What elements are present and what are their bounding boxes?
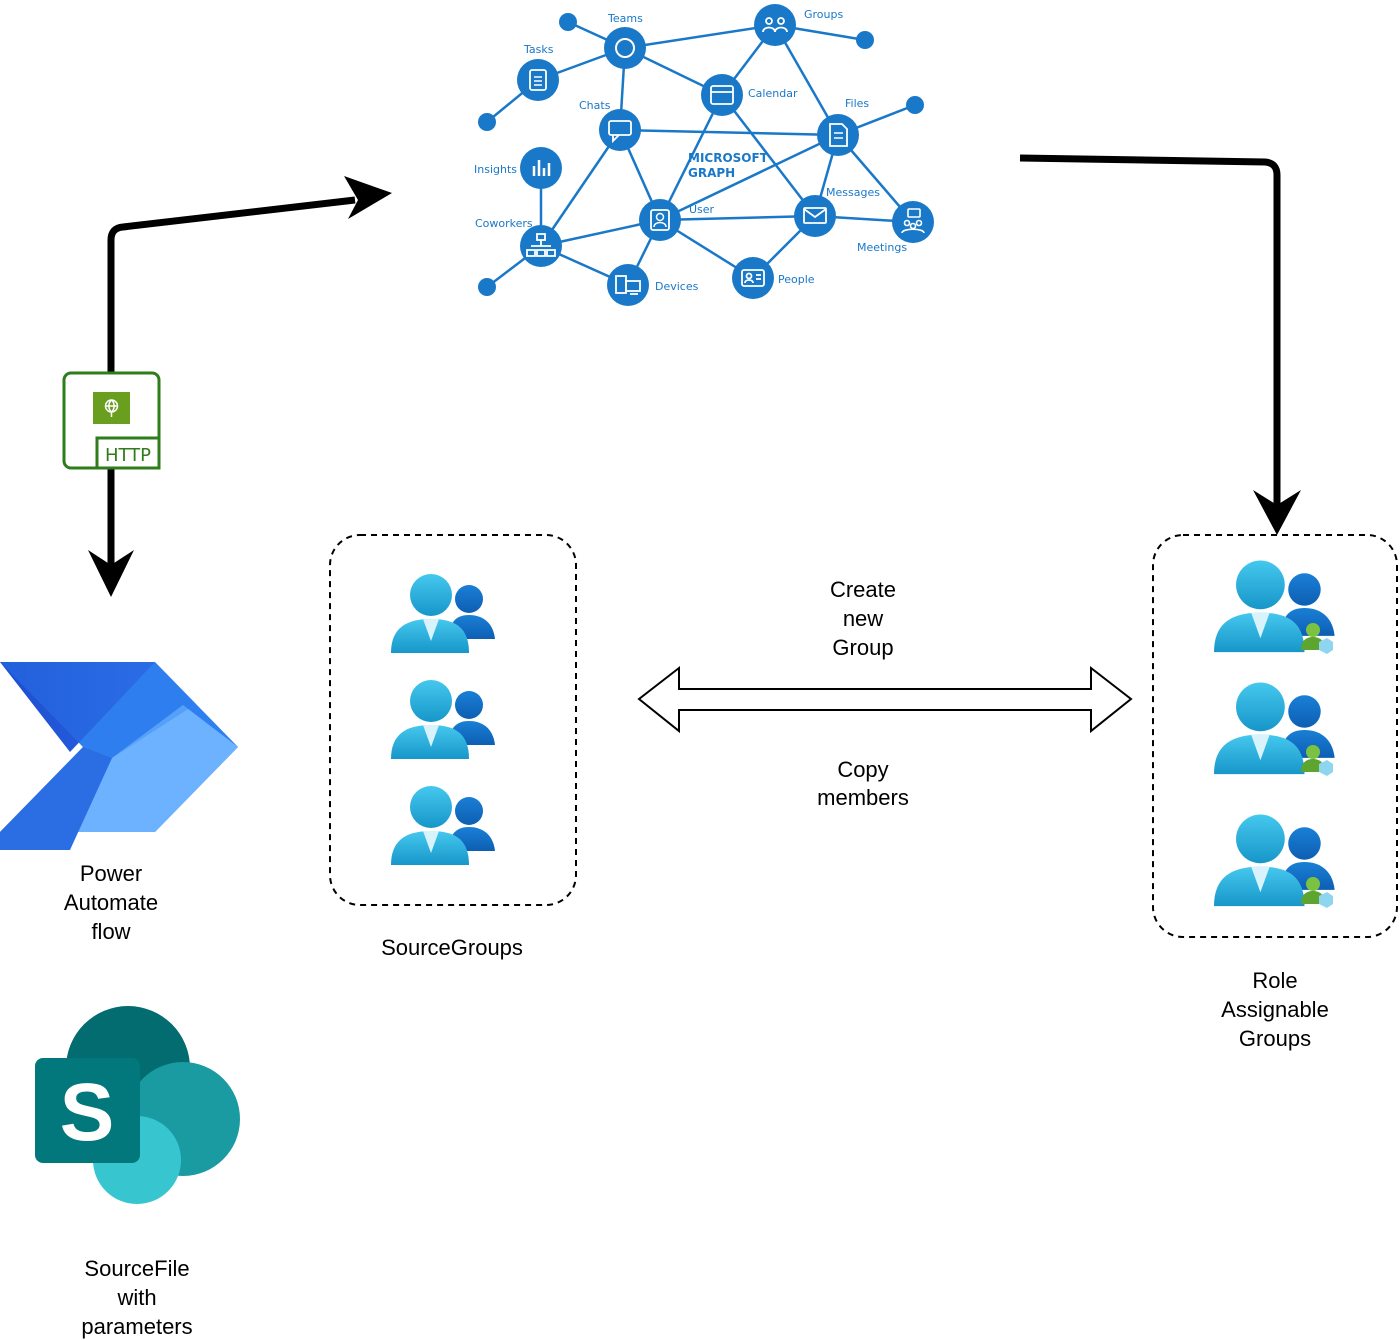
source-group-icon-3 bbox=[391, 786, 495, 865]
operation-copy-line2: members bbox=[817, 785, 909, 810]
graph-dots bbox=[478, 13, 924, 296]
graph-node-user bbox=[639, 199, 681, 241]
source-groups-label: SourceGroups bbox=[381, 935, 523, 960]
graph-node-groups bbox=[754, 4, 796, 46]
graph-label-devices: Devices bbox=[655, 280, 699, 293]
coworkers-icon bbox=[526, 233, 556, 257]
sharepoint-caption-line3: parameters bbox=[81, 1314, 192, 1339]
graph-node-people bbox=[732, 257, 774, 299]
arrow-graph-to-role-groups bbox=[1019, 154, 1301, 535]
graph-title-line1: MICROSOFT bbox=[688, 151, 769, 165]
role-groups-container bbox=[1152, 534, 1398, 938]
source-group-icon-1 bbox=[391, 574, 495, 653]
graph-label-messages: Messages bbox=[826, 186, 880, 199]
graph-label-user: User bbox=[689, 203, 715, 216]
graph-node-files bbox=[817, 114, 859, 156]
operation-create-line3: Group bbox=[832, 635, 893, 660]
graph-label-people: People bbox=[778, 273, 815, 286]
operation-copy-line1: Copy bbox=[837, 757, 888, 782]
power-automate-logo bbox=[0, 662, 238, 850]
arrow-flow-to-graph bbox=[107, 176, 392, 372]
http-label: HTTP bbox=[105, 445, 151, 466]
graph-label-coworkers: Coworkers bbox=[475, 217, 533, 230]
graph-label-meetings: Meetings bbox=[857, 241, 907, 254]
chats-icon bbox=[608, 120, 632, 136]
role-groups-caption-line1: Role bbox=[1252, 968, 1297, 993]
tasks-icon bbox=[529, 69, 547, 91]
graph-label-tasks: Tasks bbox=[523, 43, 554, 56]
role-groups-caption-line3: Groups bbox=[1239, 1026, 1311, 1051]
graph-node-calendar bbox=[701, 74, 743, 116]
graph-label-insights: Insights bbox=[474, 163, 517, 176]
devices-icon bbox=[615, 275, 641, 295]
teams-icon bbox=[615, 38, 635, 58]
files-icon bbox=[829, 123, 848, 147]
graph-title-line2: GRAPH bbox=[688, 166, 735, 180]
power-automate-caption-line1: Power bbox=[80, 861, 142, 886]
power-automate-caption-line3: flow bbox=[91, 919, 130, 944]
sharepoint-s-glyph: S bbox=[60, 1067, 115, 1158]
insights-icon bbox=[532, 160, 551, 176]
power-automate-caption-line2: Automate bbox=[64, 890, 158, 915]
graph-label-chats: Chats bbox=[579, 99, 611, 112]
globe-icon bbox=[104, 399, 119, 417]
graph-node-tasks bbox=[517, 59, 559, 101]
graph-node-messages bbox=[794, 195, 836, 237]
user-icon bbox=[650, 209, 670, 231]
source-group-icon-2 bbox=[391, 680, 495, 759]
graph-node-teams bbox=[604, 27, 646, 69]
arrow-http-to-flow bbox=[88, 468, 134, 597]
graph-label-groups: Groups bbox=[804, 8, 843, 21]
graph-node-chats bbox=[599, 109, 641, 151]
role-group-icon-1 bbox=[1214, 560, 1335, 654]
graph-node-meetings bbox=[892, 201, 934, 243]
bidirectional-arrow bbox=[637, 665, 1133, 734]
calendar-icon bbox=[710, 85, 734, 105]
role-group-icon-2 bbox=[1214, 682, 1335, 776]
sharepoint-caption-line1: SourceFile bbox=[84, 1256, 189, 1281]
messages-icon bbox=[803, 207, 827, 224]
role-groups-caption-line2: Assignable bbox=[1221, 997, 1329, 1022]
sharepoint-logo: S bbox=[35, 1006, 240, 1204]
people-icon bbox=[741, 269, 765, 287]
groups-icon bbox=[762, 17, 788, 33]
graph-label-calendar: Calendar bbox=[748, 87, 798, 100]
role-group-icon-3 bbox=[1214, 814, 1335, 908]
operation-create-line2: new bbox=[843, 606, 883, 631]
graph-node-coworkers bbox=[520, 225, 562, 267]
operation-create-line1: Create bbox=[830, 577, 896, 602]
http-connector: HTTP bbox=[62, 371, 161, 470]
sharepoint-caption-line2: with bbox=[116, 1285, 156, 1310]
graph-node-devices bbox=[607, 264, 649, 306]
graph-label-teams: Teams bbox=[607, 12, 643, 25]
graph-label-files: Files bbox=[845, 97, 869, 110]
source-groups-container bbox=[329, 534, 577, 906]
meetings-icon bbox=[901, 208, 925, 234]
graph-node-insights bbox=[520, 147, 562, 189]
